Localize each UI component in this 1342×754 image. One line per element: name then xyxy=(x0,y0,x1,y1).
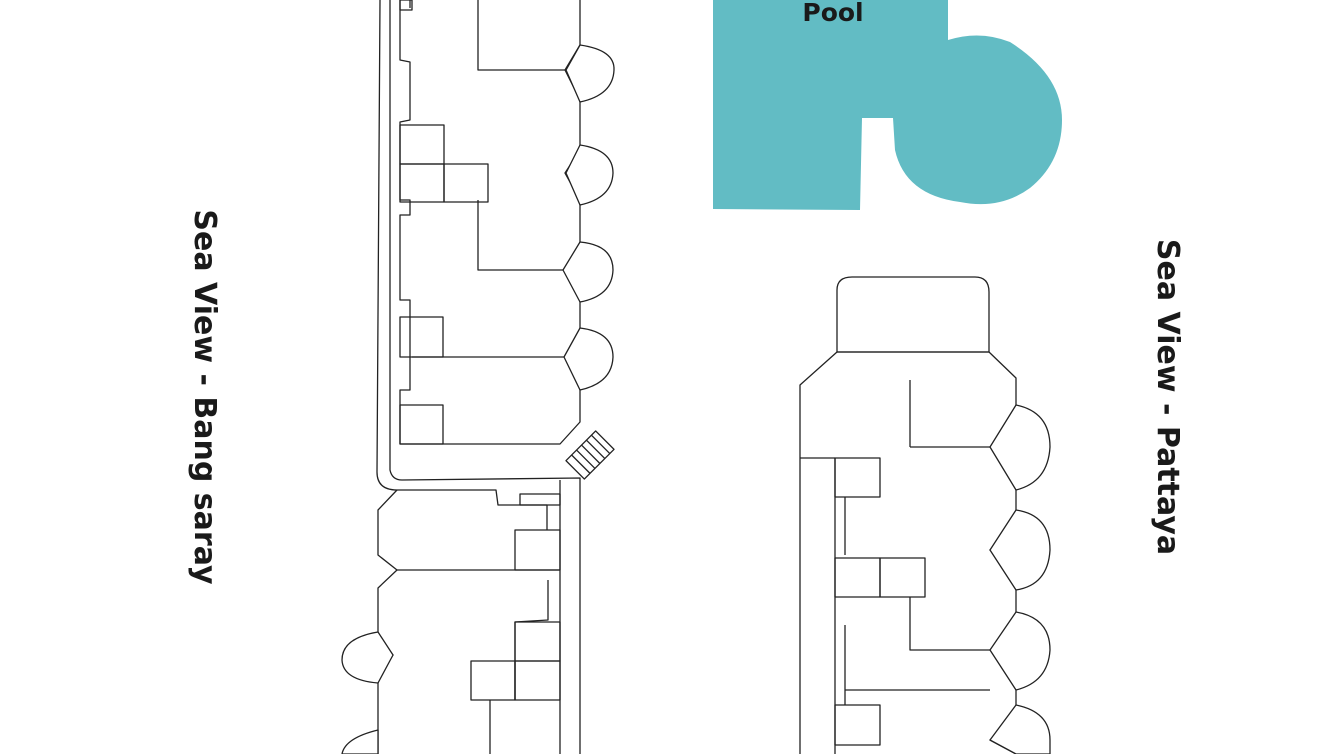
left-lower-bathroom-1 xyxy=(514,529,561,571)
right-balcony-4 xyxy=(989,704,1051,754)
pool-label: Pool xyxy=(802,0,863,27)
right-balcony-1 xyxy=(989,404,1051,491)
left-lower-outline xyxy=(377,489,398,754)
left-lower-balcony-1 xyxy=(341,631,394,684)
left-balcony-1 xyxy=(565,44,615,103)
left-balcony-2 xyxy=(565,144,614,206)
left-bathroom-2 xyxy=(399,163,445,203)
right-bathroom-2 xyxy=(834,557,881,598)
left-balcony-3 xyxy=(562,241,614,303)
right-outer-wall xyxy=(799,351,838,754)
right-balcony-2 xyxy=(989,509,1051,591)
left-party-wall-2 xyxy=(477,200,565,271)
right-party-wall-2 xyxy=(909,597,990,651)
left-party-wall-1 xyxy=(477,0,565,71)
left-corridor-inner xyxy=(389,0,581,754)
left-stairs xyxy=(565,430,615,480)
left-building xyxy=(341,0,615,754)
left-corridor-outline xyxy=(376,0,548,530)
left-lower-bathroom-2 xyxy=(514,621,561,662)
left-bathroom-1 xyxy=(399,124,445,165)
right-bathroom-3 xyxy=(879,557,926,598)
left-bathroom-3 xyxy=(443,163,489,203)
right-bathroom-4 xyxy=(834,704,881,746)
left-balcony-4 xyxy=(563,327,614,391)
left-bathroom-5 xyxy=(399,404,444,445)
left-lower-balcony-2 xyxy=(341,729,379,754)
left-upper-spine xyxy=(399,0,581,445)
right-balcony-3 xyxy=(989,611,1051,691)
left-lower-wall xyxy=(514,580,549,700)
left-lower-small-box xyxy=(519,493,561,506)
left-orientation-label: Sea View - Bang saray xyxy=(187,209,222,585)
left-lower-bathroom-4 xyxy=(514,660,561,701)
left-bathroom-4 xyxy=(399,316,444,358)
right-building xyxy=(799,276,1051,754)
left-lower-bathroom-3 xyxy=(470,660,516,701)
pool: Pool xyxy=(713,0,1062,210)
left-top-box xyxy=(399,0,413,11)
right-main-outline xyxy=(837,351,1017,754)
pool-shape xyxy=(713,0,1062,210)
right-top-block xyxy=(836,276,990,353)
right-bathroom-1 xyxy=(834,457,881,498)
right-orientation-label: Sea View - Pattaya xyxy=(1150,239,1185,555)
